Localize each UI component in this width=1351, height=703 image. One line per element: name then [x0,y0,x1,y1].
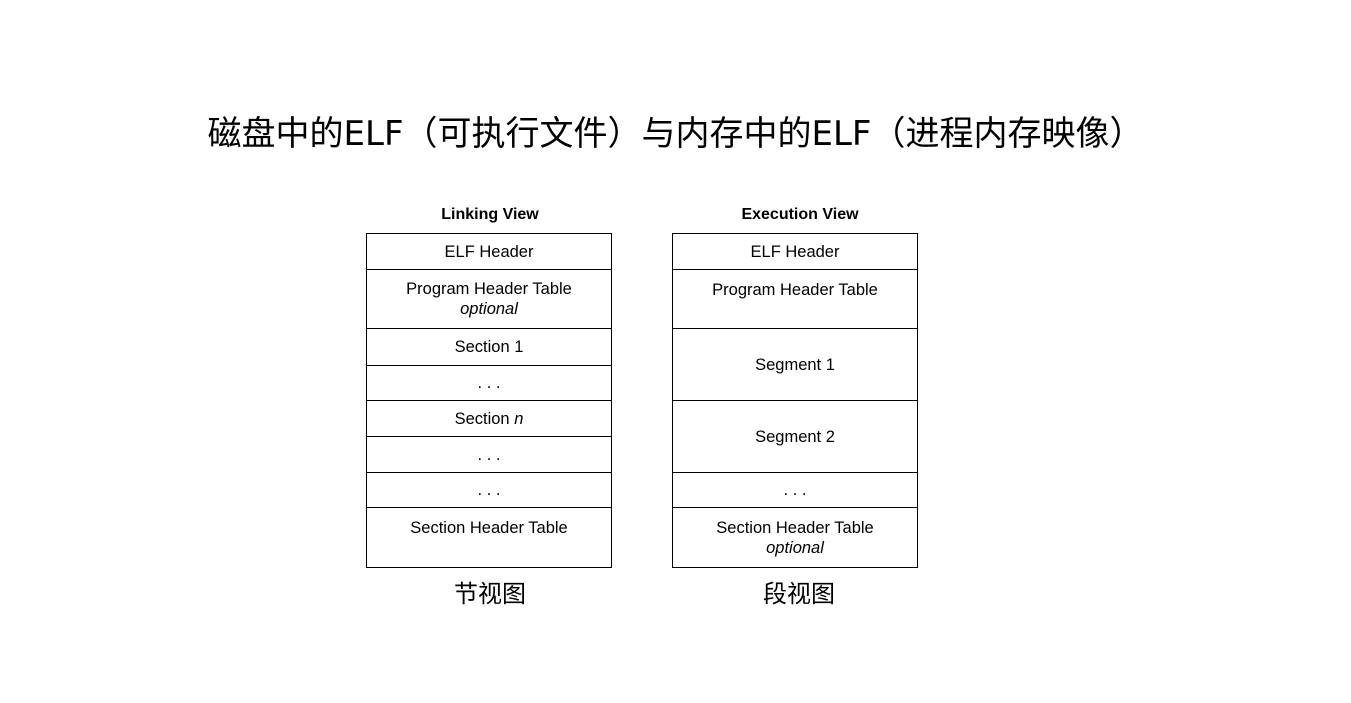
linking-view-heading: Linking View [441,206,539,223]
linking-elf-header-label: ELF Header [444,242,534,261]
linking-section-header-table-label: Section Header Table [410,519,568,537]
execution-section-header-table-note: optional [766,539,824,557]
execution-ellipsis-row: . . . [673,472,917,507]
execution-program-header-table-label: Program Header Table [712,281,878,299]
execution-program-header-table-row: Program Header Table [673,269,917,328]
linking-section-n-label: Section n [455,409,524,429]
linking-view-caption: 节视图 [454,580,526,608]
execution-segment-1-row: Segment 1 [673,328,917,400]
execution-view-heading: Execution View [741,206,859,223]
linking-section-header-table-row: Section Header Table [367,507,611,567]
linking-program-header-table-label: Program Header Table [406,280,572,298]
linking-section-n-prefix: Section [454,409,510,428]
execution-segment-2-row: Segment 2 [673,400,917,472]
linking-program-header-table-note: optional [460,300,518,318]
execution-segment-2-label: Segment 2 [755,427,835,446]
linking-program-header-table-row: Program Header Table optional [367,269,611,328]
linking-elf-header-row: ELF Header [367,234,611,269]
execution-segment-1-label: Segment 1 [755,355,835,374]
linking-ellipsis-label-3: . . . [477,481,501,499]
execution-view-box: ELF Header Program Header Table Segment … [672,233,918,568]
execution-view-caption: 段视图 [763,580,835,608]
page-title: 磁盘中的ELF（可执行文件）与内存中的ELF（进程内存映像） [207,114,1144,154]
execution-section-header-table-label: Section Header Table [716,519,874,537]
execution-elf-header-row: ELF Header [673,234,917,269]
linking-section-n-var: n [514,409,524,428]
linking-section-n-row: Section n [367,400,611,436]
linking-ellipsis-row-1: . . . [367,365,611,400]
execution-elf-header-label: ELF Header [750,242,840,261]
execution-ellipsis-label: . . . [783,481,807,499]
linking-ellipsis-row-3: . . . [367,472,611,507]
linking-ellipsis-label-1: . . . [477,374,501,392]
linking-section-1-label: Section 1 [454,338,524,356]
execution-section-header-table-row: Section Header Table optional [673,507,917,567]
linking-ellipsis-label-2: . . . [477,445,501,464]
linking-view-box: ELF Header Program Header Table optional… [366,233,612,568]
linking-section-1-row: Section 1 [367,328,611,365]
linking-ellipsis-row-2: . . . [367,436,611,472]
